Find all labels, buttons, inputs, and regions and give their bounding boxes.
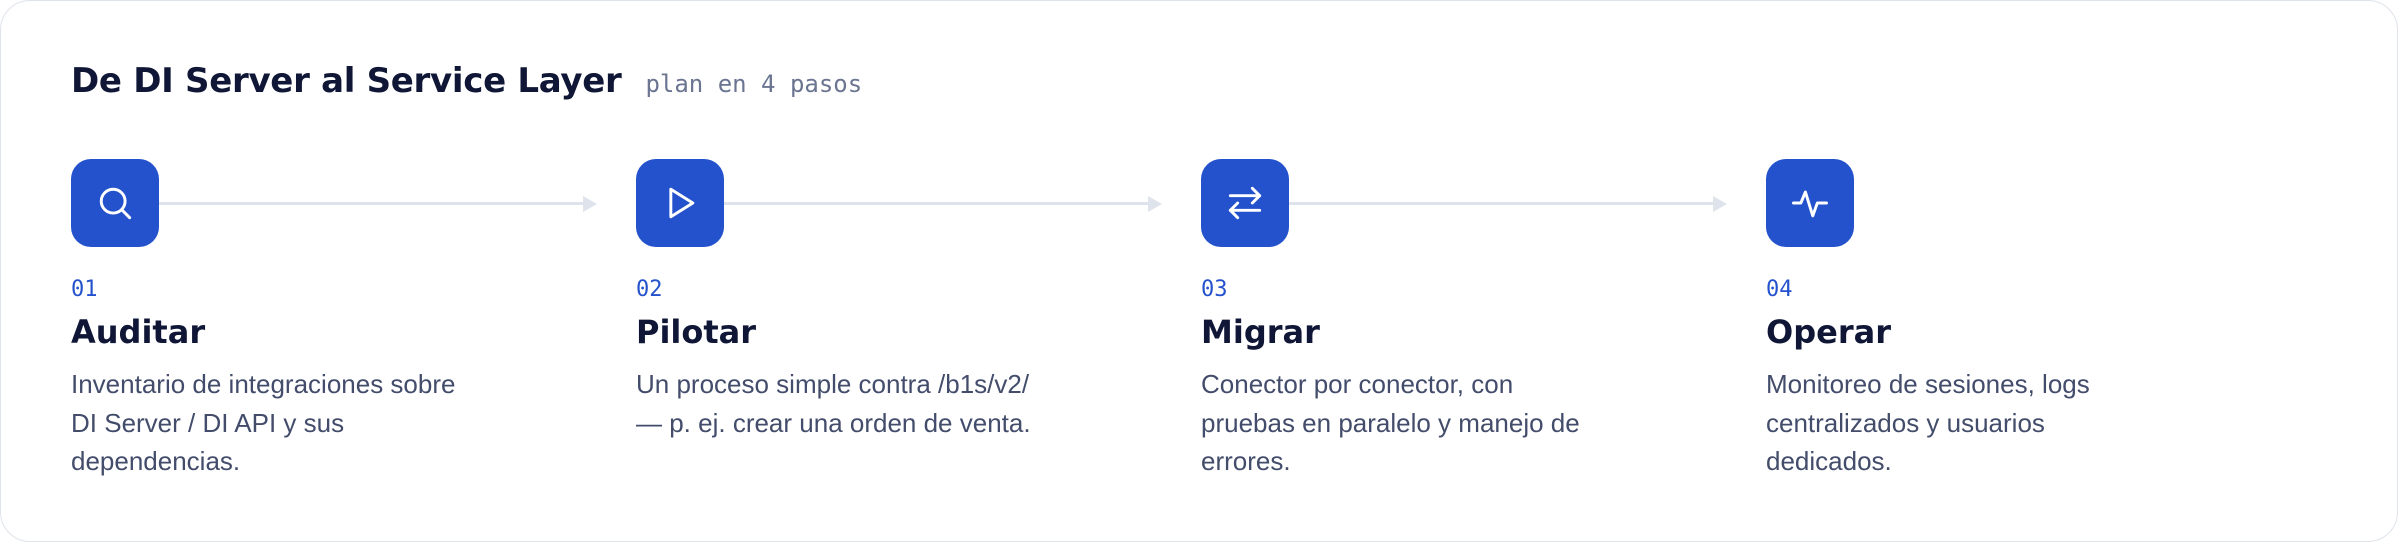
step-connector-line: [1289, 202, 1721, 205]
step-description: Un proceso simple contra /b1s/v2/ — p. e…: [636, 369, 1031, 438]
step-title: Pilotar: [636, 313, 757, 351]
card-header: De DI Server al Service Layer plan en 4 …: [71, 61, 862, 117]
search-icon: [99, 187, 132, 220]
step-pilotar: 02 Pilotar Un proceso simple contra /b1s…: [636, 159, 1201, 499]
step-number: 04: [1766, 277, 1793, 302]
step-icon-tile: [1201, 159, 1289, 247]
step-title: Operar: [1766, 313, 1891, 351]
step-number: 02: [636, 277, 663, 302]
step-connector-arrow: [1713, 196, 1727, 212]
step-connector-line: [724, 202, 1156, 205]
step-number: 01: [71, 277, 98, 302]
step-connector-arrow: [583, 196, 597, 212]
step-connector-arrow: [1148, 196, 1162, 212]
step-icon-tile: [71, 159, 159, 247]
step-title: Migrar: [1201, 313, 1320, 351]
swap-arrows-icon: [1228, 186, 1262, 220]
step-connector-line: [159, 202, 591, 205]
step-number: 03: [1201, 277, 1228, 302]
card-title: De DI Server al Service Layer: [71, 61, 622, 101]
activity-pulse-icon: [1792, 190, 1828, 218]
card-subtitle: plan en 4 pasos: [645, 70, 863, 98]
step-auditar: 01 Auditar Inventario de integraciones s…: [71, 159, 636, 499]
step-operar: 04 Operar Monitoreo de sesiones, logs ce…: [1766, 159, 2331, 499]
step-title: Auditar: [71, 313, 206, 351]
step-icon-tile: [1766, 159, 1854, 247]
step-migrar: 03 Migrar Conector por conector, con pru…: [1201, 159, 1766, 499]
play-icon: [669, 187, 695, 219]
step-description: Monitoreo de sesiones, logs centralizado…: [1766, 369, 2090, 476]
step-icon-tile: [636, 159, 724, 247]
step-description: Conector por conector, con pruebas en pa…: [1201, 369, 1580, 476]
step-description: Inventario de integraciones sobre DI Ser…: [71, 369, 456, 476]
